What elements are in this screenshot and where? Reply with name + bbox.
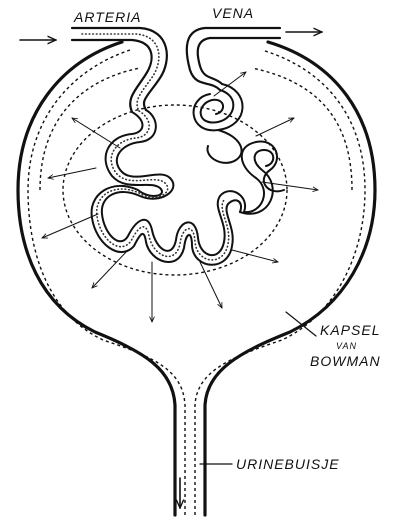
label-arteria: ARTERIA — [73, 9, 141, 25]
bowman-capsule-inner — [40, 68, 352, 190]
label-van: VAN — [336, 341, 357, 351]
glomerulus-membrane — [63, 105, 287, 275]
label-vena: VENA — [212, 5, 254, 21]
bowman-capsule-outer — [18, 42, 375, 515]
label-kapsel: KAPSEL — [320, 322, 380, 338]
capillary-loops — [92, 84, 284, 265]
efferent-vein — [187, 28, 280, 90]
label-urinebuisje: URINEBUISJE — [236, 456, 340, 472]
filtration-arrows — [42, 72, 318, 322]
afferent-artery — [72, 28, 167, 112]
flow-arrows — [20, 32, 322, 508]
label-bowman: BOWMAN — [310, 353, 381, 369]
leader-lines — [200, 312, 316, 464]
